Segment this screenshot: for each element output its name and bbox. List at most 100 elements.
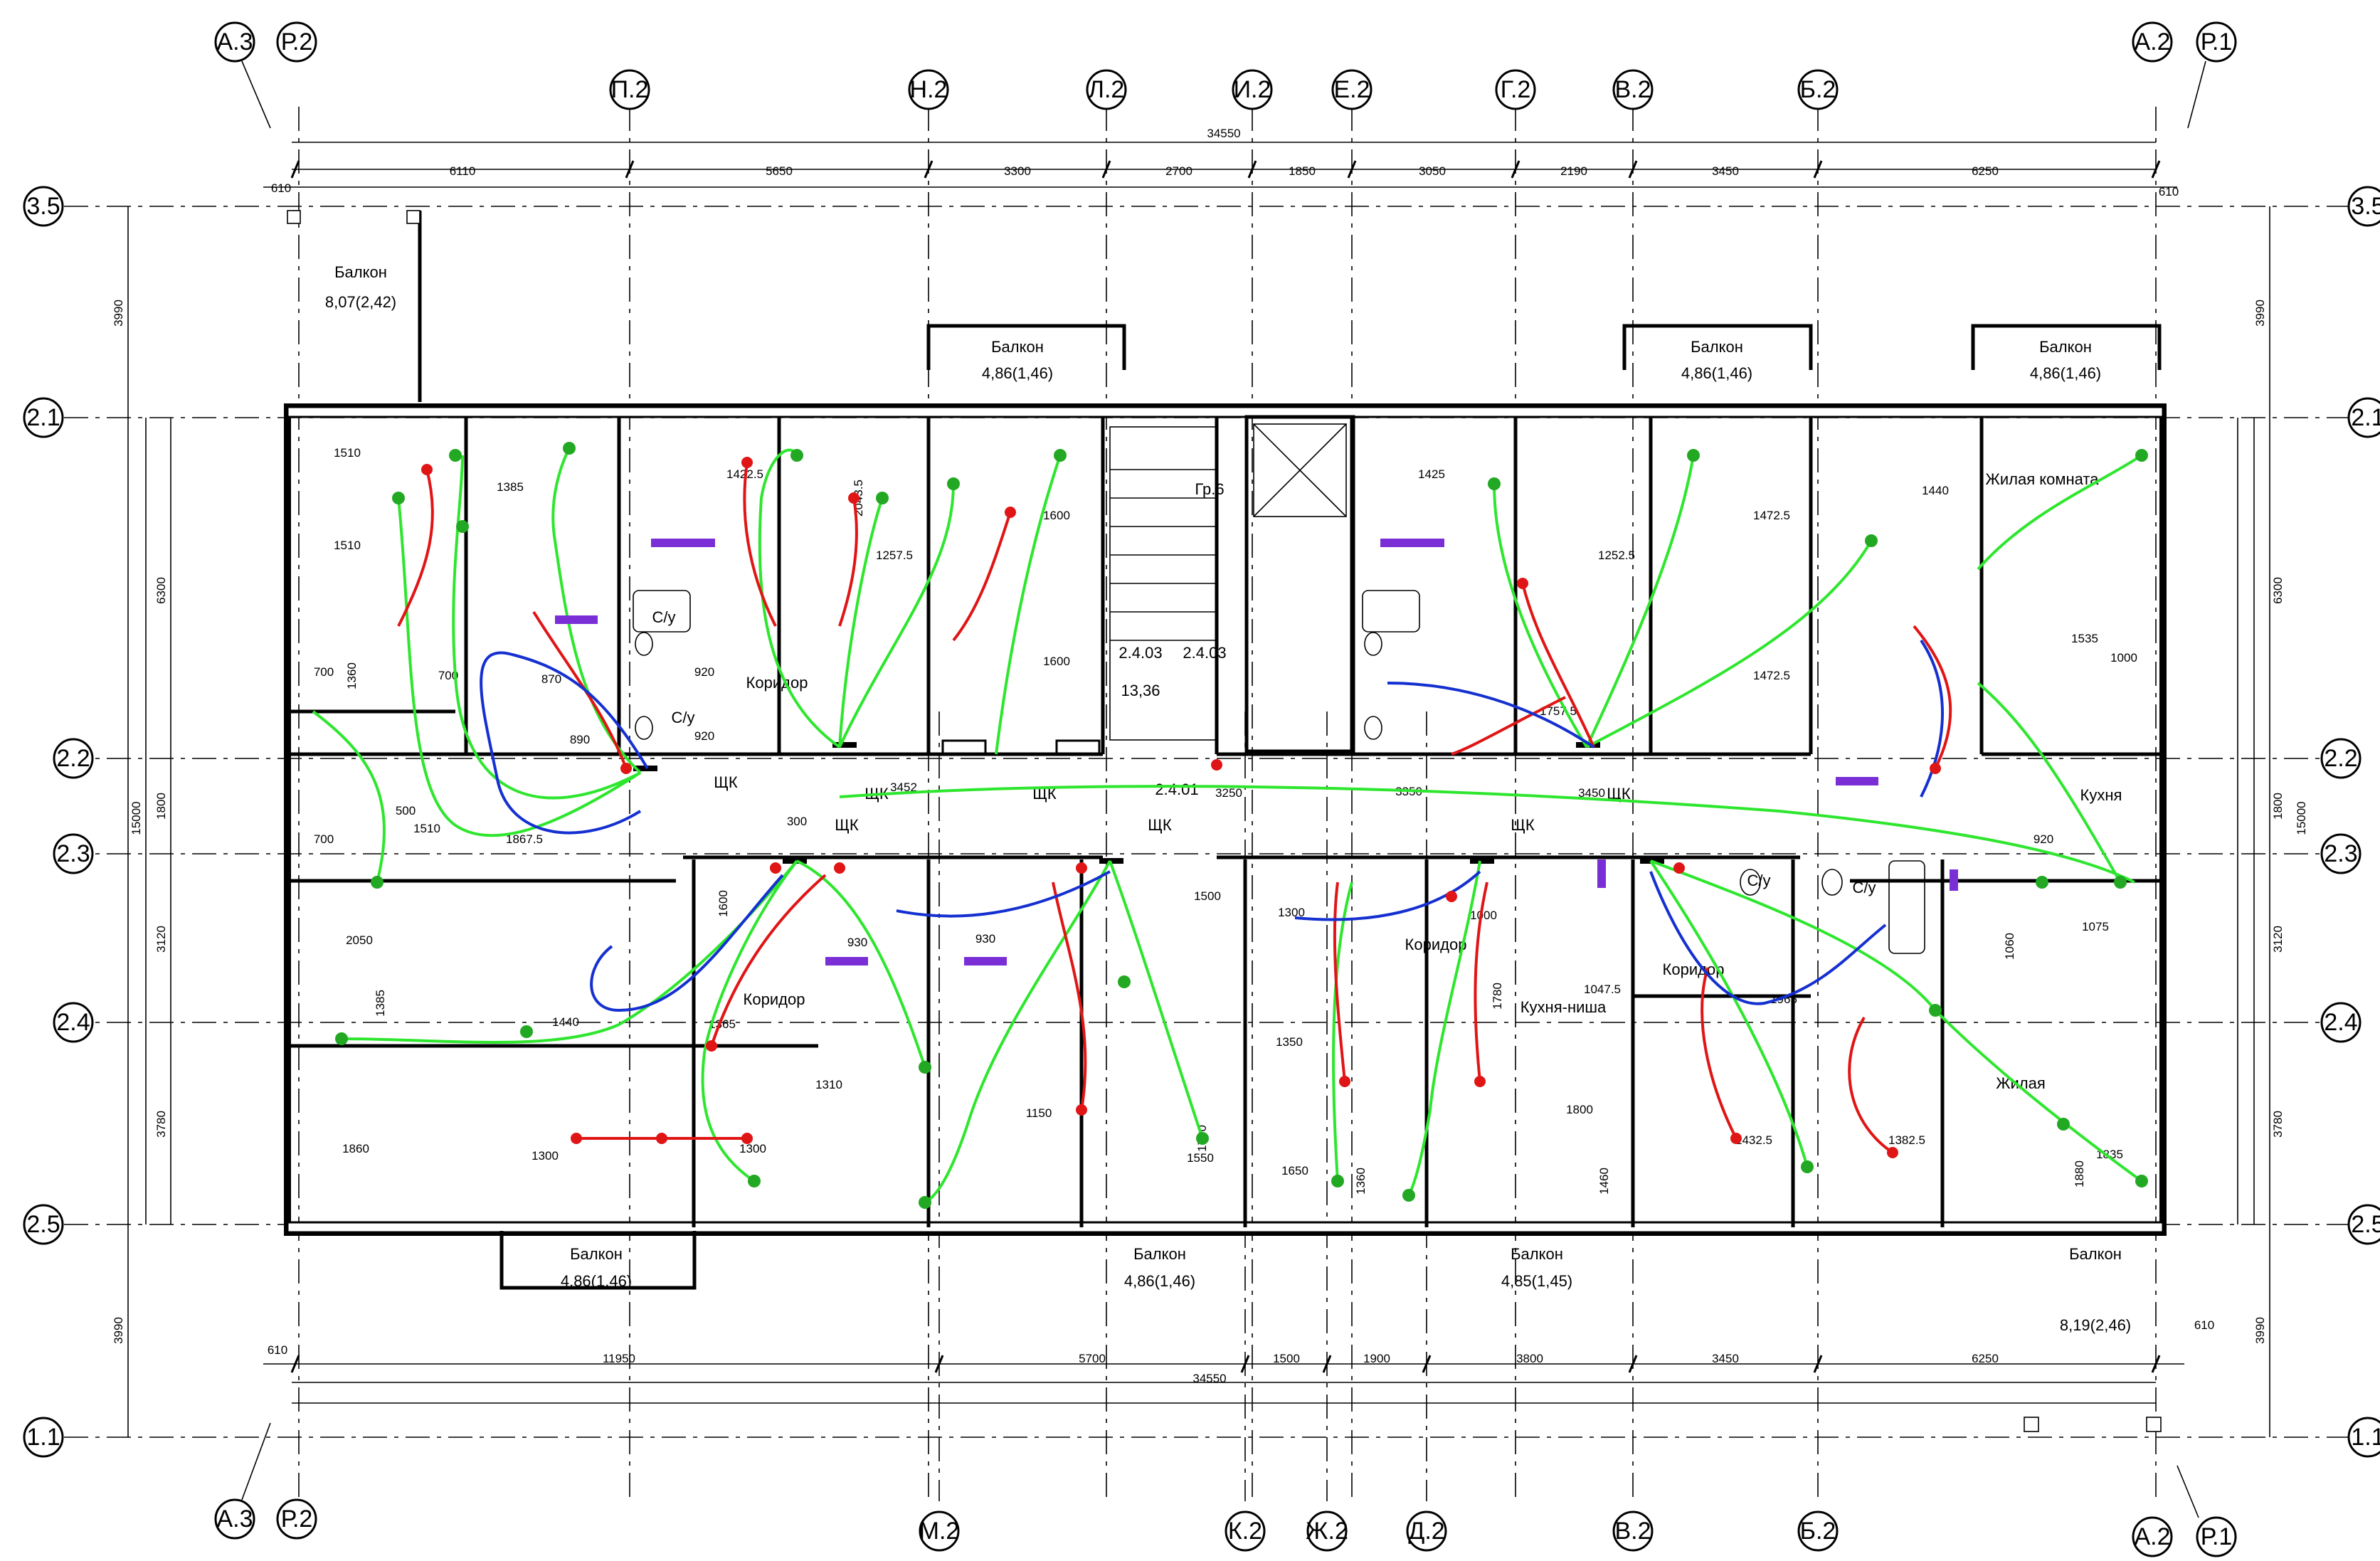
dim-label: 1385 [374,990,387,1017]
dim-label: 1800 [154,793,168,820]
svg-text:Ж.2: Ж.2 [1306,1518,1348,1545]
balcony-name: Балкон [1691,338,1743,356]
panel-label: ЩК [835,816,859,834]
room-label: Коридор [744,990,805,1008]
grid-bubble: А.2 [2132,1516,2173,1557]
svg-text:2.1: 2.1 [26,404,60,431]
svg-text:Р.1: Р.1 [2201,28,2233,55]
dim-label: 870 [541,672,561,686]
dim-label: 920 [694,729,714,743]
dim-label: 3450 [1578,786,1605,800]
grid-bubble: Р.1 [2196,1516,2237,1557]
grid-bubbles-left: 3.5 2.1 2.2 2.3 2.4 2.5 1.1 [23,186,94,1458]
dim-label: 1880 [2073,1160,2086,1187]
dim-label: 1360 [1354,1168,1368,1195]
grid-bubble: 2.1 [2347,397,2380,438]
dim-label: 1535 [2071,632,2098,645]
grid-bubble: В.2 [1612,69,1654,110]
balcony-area: 4,86(1,46) [2030,364,2101,382]
dim-label: 1867.5 [506,832,543,846]
dim-label: 1300 [739,1142,766,1155]
svg-text:А.2: А.2 [2134,28,2170,55]
room-label: С/у [1853,879,1876,896]
dim-label: 3990 [2253,1317,2267,1344]
balcony-name: Балкон [2069,1245,2122,1263]
balcony-name: Балкон [1511,1245,1563,1263]
panel-label: ЩК [714,773,738,791]
balcony-name: Балкон [2039,338,2092,356]
wiring-power [312,448,2143,1204]
dim-label: 1060 [2003,933,2016,960]
fixture-mark [651,539,715,547]
panel-mark [633,766,657,771]
dim-label: 1425 [1418,467,1445,481]
dim-label: 1500 [1194,889,1221,903]
dim-label: 610 [2194,1318,2214,1332]
room-label: Коридор [746,674,808,692]
room-label: Гр.6 [1195,480,1224,498]
grid-bubble: Е.2 [1331,69,1373,110]
dim-label: 610 [271,181,291,195]
dim-label: 1432.5 [1735,1133,1772,1147]
fixture-mark [555,615,598,624]
dim-label: 3120 [154,926,168,953]
dim-label: 1510 [334,539,361,552]
dim-label: 3450 [1712,1352,1739,1365]
grid-bubble: 2.1 [23,397,64,438]
fixture-mark [1597,859,1606,888]
fixture-mark [1950,869,1958,891]
dim-label: 930 [975,932,995,946]
dim-label: 1360 [345,662,359,689]
dim-label: 1900 [1363,1352,1390,1365]
dim-label: 1385 [497,480,524,494]
room-label: Кухня [2080,786,2122,804]
dim-label: 3990 [2253,300,2267,327]
svg-text:Р.2: Р.2 [281,1506,313,1533]
dim-label: 1047.5 [1584,983,1621,996]
panel-label: ЩК [1148,816,1172,834]
dim-label: 3300 [1004,164,1031,178]
dim-label: 1300 [1278,906,1305,919]
svg-text:2.5: 2.5 [2351,1211,2380,1238]
balcony-name: Балкон [991,338,1044,356]
dim-label: 700 [438,669,458,682]
dim-label: 15000 [2295,801,2308,835]
grid-bubble: Л.2 [1086,69,1127,110]
grid-bubble: М.2 [919,1510,960,1552]
grid-bubble: Б.2 [1797,1510,1839,1552]
dim-label: 1500 [1273,1352,1300,1365]
dim-label: 3990 [112,1317,125,1344]
svg-text:2.2: 2.2 [2324,745,2357,772]
balcony-area: 4,85(1,45) [1501,1272,1572,1290]
dim-label: 1252.5 [1598,549,1635,562]
dim-label: 3450 [1712,164,1739,178]
dim-label: 500 [396,804,416,817]
balcony-area: 8,07(2,42) [325,293,396,311]
grid-bubble: Н.2 [908,69,949,110]
wiring-low-current [480,639,1944,1012]
dimension-chain-bottom: 610 610 11950 5700 1500 1900 3800 3450 6… [263,1318,2214,1404]
grid-bubble: А.3 [214,1498,255,1540]
dimension-chain-top: 34550 6110 5650 3300 2700 1850 3050 2190… [263,127,2179,199]
svg-text:1.1: 1.1 [26,1424,60,1451]
dim-label: 1850 [1289,164,1316,178]
svg-text:2.3: 2.3 [56,840,90,867]
dim-label: 1310 [815,1078,842,1091]
dim-label: 1382.5 [1888,1133,1925,1147]
grid-bubble: 2.3 [53,833,94,874]
balcony-area: 4,86(1,46) [561,1272,632,1290]
dim-label: 3250 [1215,786,1242,800]
dim-label: 15000 [129,801,143,835]
grid-bubble: Р.2 [276,21,317,63]
grid-bubble: Д.2 [1406,1510,1447,1552]
balcony-labels: Балкон 8,07(2,42) Балкон 4,86(1,46) Балк… [325,263,2131,1334]
dim-label: 3800 [1516,1352,1543,1365]
svg-text:2.2: 2.2 [56,745,90,772]
svg-text:А.3: А.3 [216,28,253,55]
dim-label: 920 [694,665,714,679]
svg-text:Б.2: Б.2 [1800,1518,1836,1545]
wiring-lighting [397,462,1952,1154]
grid-bubble: 2.2 [53,738,94,779]
dim-label: 1550 [1187,1151,1214,1165]
